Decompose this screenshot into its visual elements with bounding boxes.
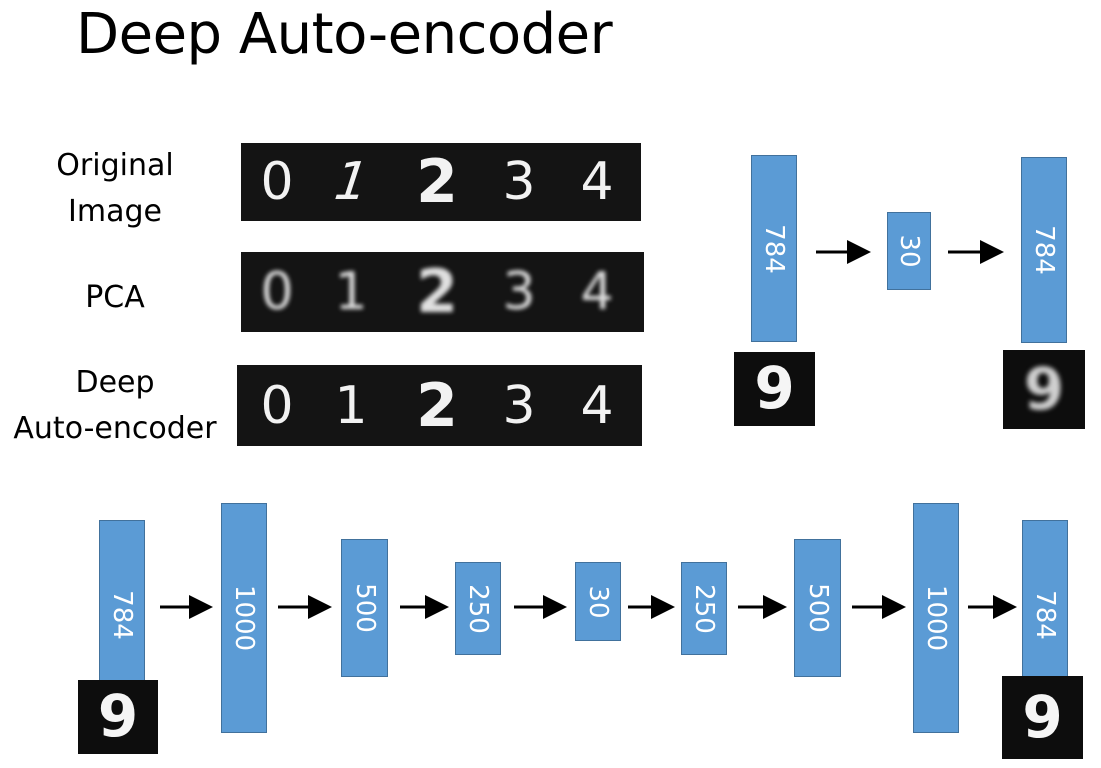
- label-deep-line1: Deep: [75, 365, 155, 400]
- original-digit-0: 0: [260, 152, 294, 212]
- small-layer-input: 784: [751, 155, 797, 342]
- deep-layer-250-b: 250: [681, 562, 727, 655]
- pca-digit-1: 1: [334, 262, 368, 322]
- original-digit-4: 4: [580, 152, 614, 212]
- original-digit-2: 2: [416, 147, 458, 217]
- label-original-image: Original Image: [40, 143, 190, 235]
- deep-layer-500-a: 500: [341, 539, 388, 677]
- deep-layer-784-in: 784: [99, 520, 145, 709]
- deep-layer-1000-b: 1000: [913, 503, 959, 733]
- deep-output-thumbnail: 9: [1002, 676, 1083, 759]
- small-output-digit: 9: [1023, 354, 1065, 423]
- deep-digit-0: 0: [260, 375, 294, 436]
- pca-digits-strip: 0 1 2 3 4: [241, 252, 644, 332]
- page-title: Deep Auto-encoder: [76, 2, 613, 67]
- deep-layer-30: 30: [575, 562, 621, 641]
- deep-output-digit: 9: [1022, 682, 1063, 751]
- deep-input-thumbnail: 9: [78, 680, 158, 754]
- small-layer-output: 784: [1021, 157, 1067, 343]
- deep-input-digit: 9: [97, 681, 139, 750]
- label-original-line2: Image: [68, 194, 162, 229]
- deep-digit-1: 1: [334, 375, 368, 436]
- deep-layer-1000-a: 1000: [221, 503, 267, 733]
- small-input-digit: 9: [754, 353, 795, 422]
- label-deep-autoencoder: Deep Auto-encoder: [4, 360, 226, 452]
- original-digits-strip: 0 1 2 3 4: [241, 143, 641, 221]
- label-deep-line2: Auto-encoder: [13, 411, 217, 446]
- deep-digit-2: 2: [416, 370, 458, 441]
- pca-digit-4: 4: [580, 262, 614, 322]
- deep-layer-250-a: 250: [455, 562, 501, 655]
- deep-layer-500-b: 500: [794, 539, 841, 677]
- label-original-line1: Original: [56, 148, 174, 183]
- small-input-thumbnail: 9: [734, 352, 815, 426]
- deep-digit-3: 3: [502, 375, 536, 436]
- original-digit-3: 3: [502, 152, 536, 212]
- pca-digit-2: 2: [416, 257, 458, 327]
- label-pca: PCA: [85, 280, 145, 315]
- deep-digits-strip: 0 1 2 3 4: [237, 365, 642, 446]
- pca-digit-3: 3: [502, 262, 536, 322]
- small-layer-code: 30: [887, 212, 931, 290]
- deep-digit-4: 4: [580, 375, 614, 436]
- pca-digit-0: 0: [260, 262, 294, 322]
- small-output-thumbnail: 9: [1003, 350, 1085, 429]
